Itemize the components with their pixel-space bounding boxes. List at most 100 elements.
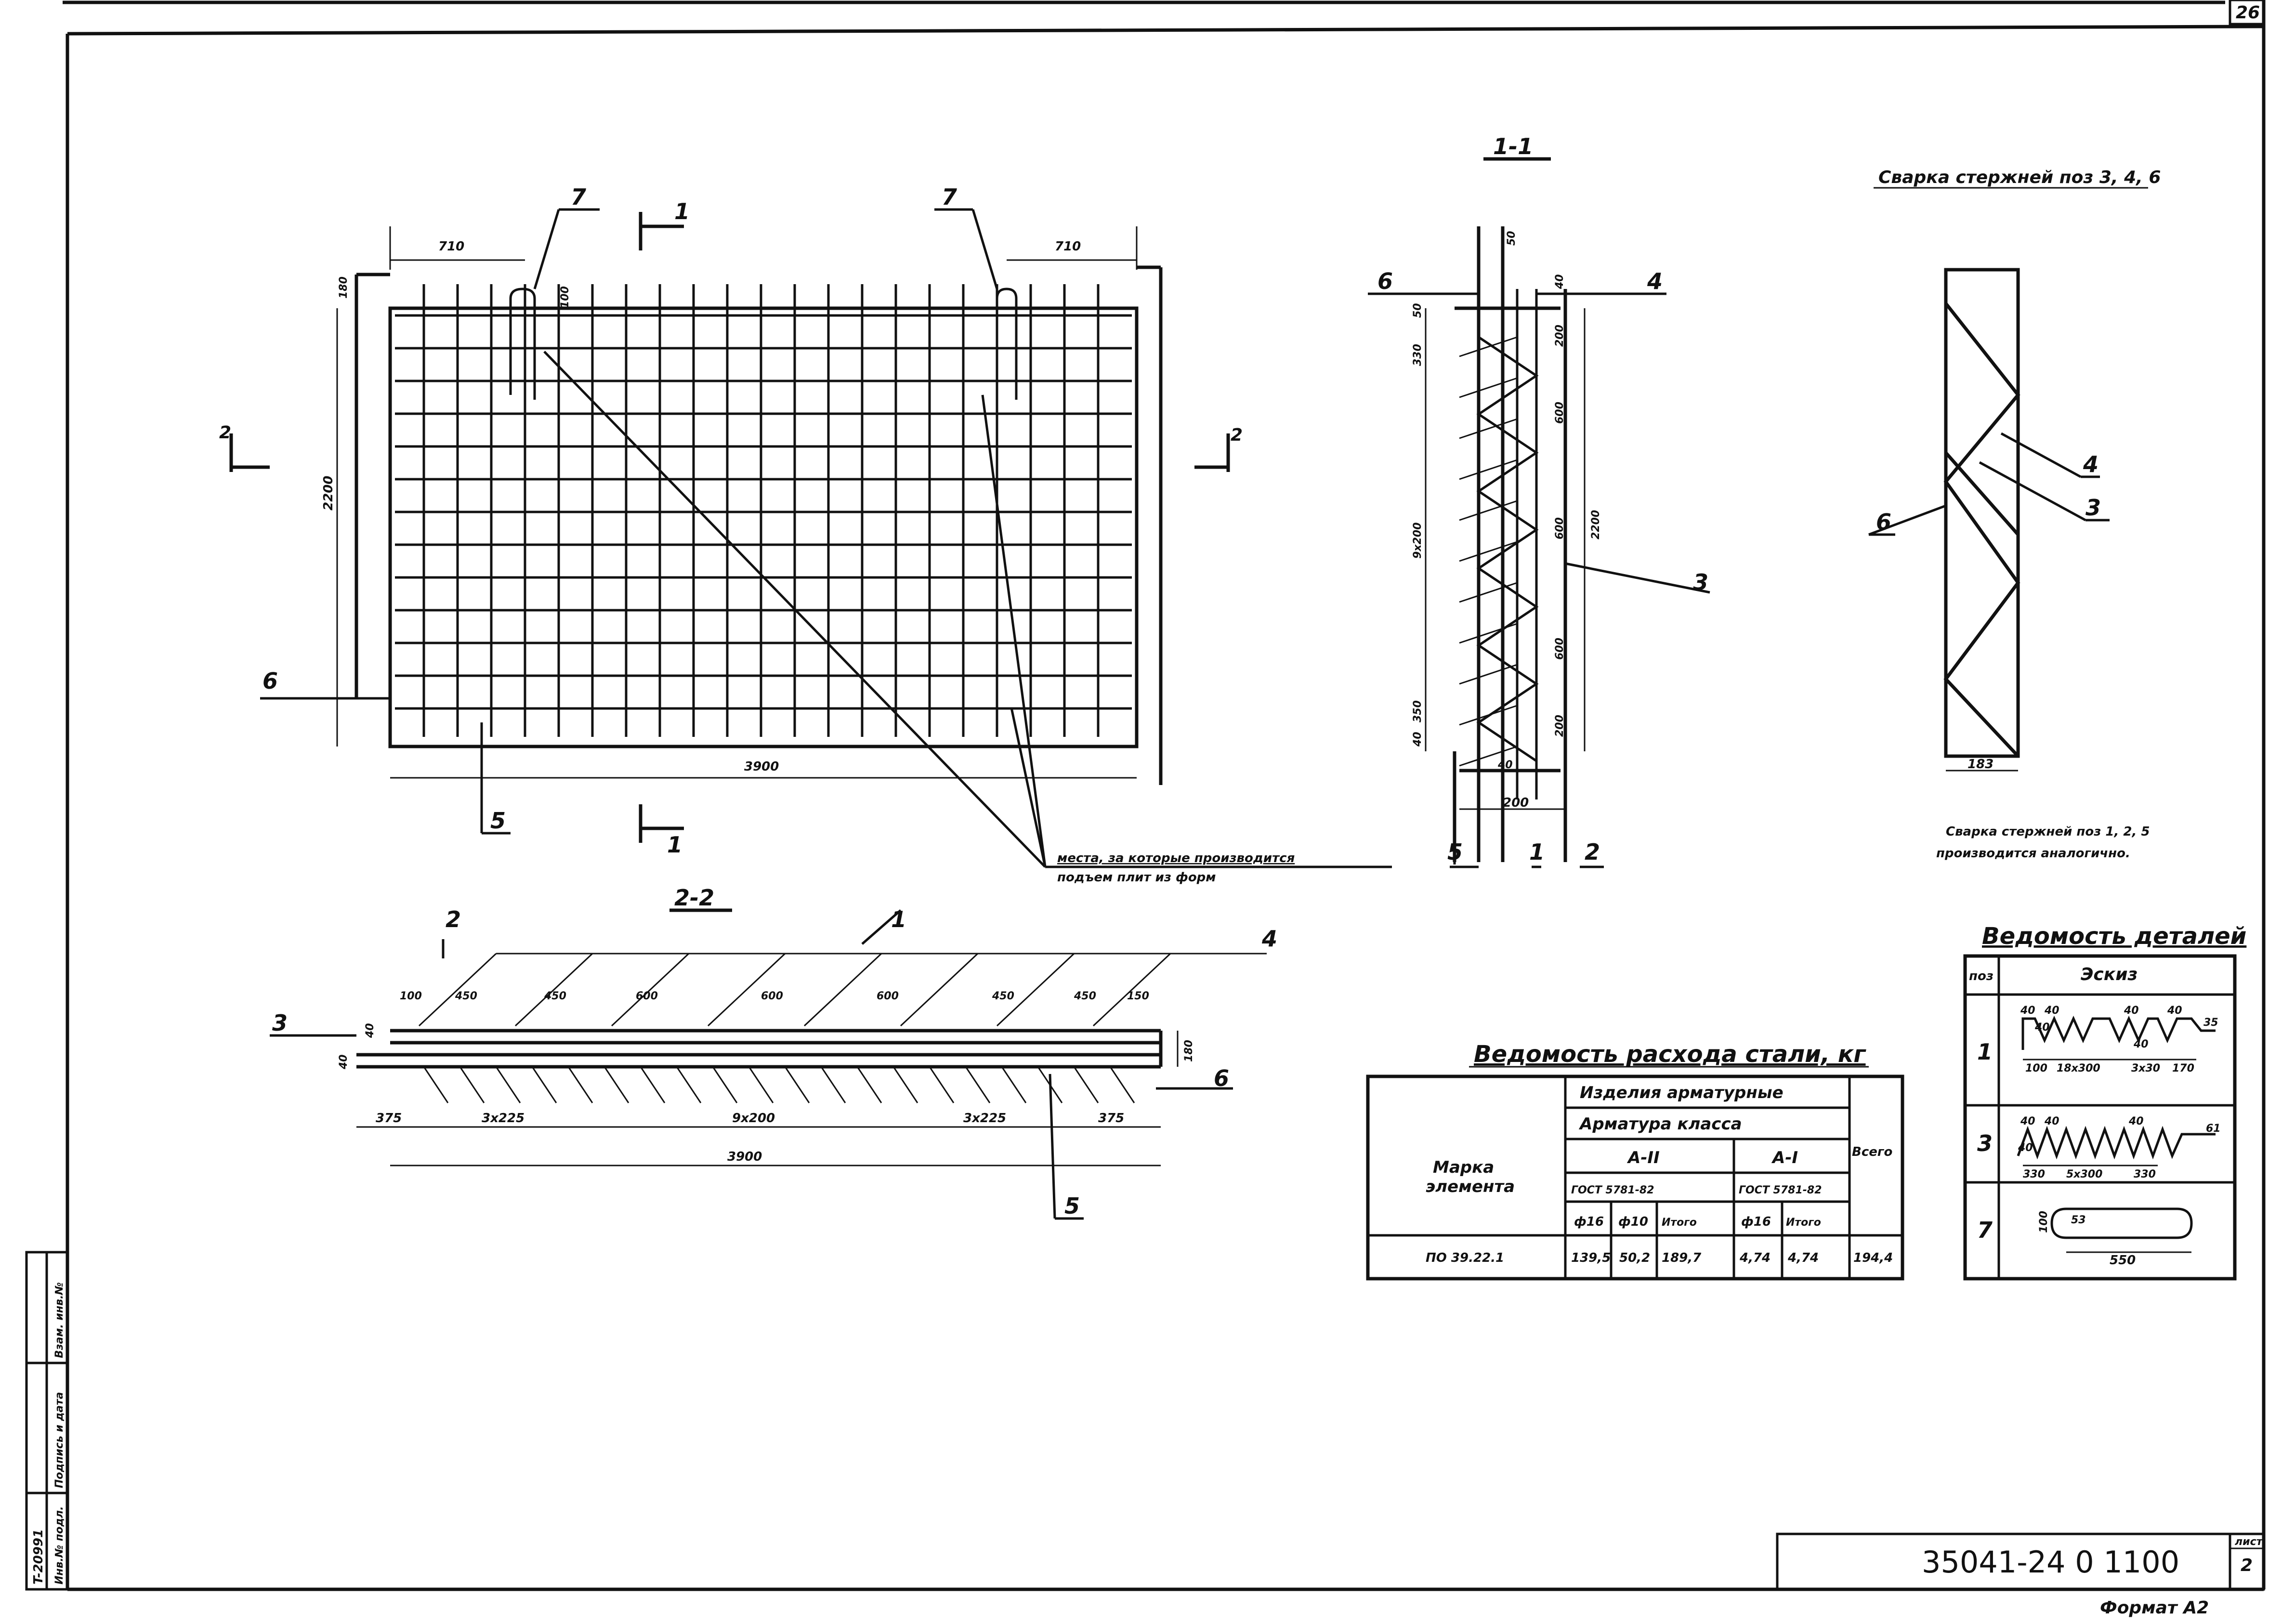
s22-pos-6: 6: [1214, 1065, 1229, 1091]
weld-pos-6: 6: [1876, 509, 1891, 535]
d3-dim-330a: 330: [2023, 1168, 2045, 1180]
d1-dim-18x300: 18x300: [2057, 1062, 2100, 1074]
section-diagonal-upper: [803, 953, 882, 1027]
s11-dim-200-right: 200: [1554, 715, 1566, 737]
details-table-title: Ведомость деталей: [1982, 923, 2246, 950]
side-stamp: [25, 1251, 69, 1591]
s11-dim-330: 330: [1412, 344, 1424, 366]
class-a1: А-I: [1771, 1148, 1798, 1167]
s22-pos-2: 2: [446, 906, 461, 932]
s11-dim-9x200: 9x200: [1412, 523, 1424, 559]
s22-bottom-dim: 3x225: [482, 1111, 525, 1126]
lifting-note-2: подъем плит из форм: [1057, 870, 1216, 885]
dim-180: 180: [338, 276, 350, 299]
pos-7-right: 7: [942, 184, 957, 210]
pos-6-plan: 6: [262, 668, 278, 694]
s22-top-dim: 450: [455, 990, 477, 1002]
d3-dim-40b: 40: [2044, 1115, 2059, 1127]
section-diagonal-lower: [640, 1066, 666, 1103]
d3-dim-61: 61: [2206, 1123, 2221, 1135]
stamp-inventory: T-20991: [31, 1529, 46, 1585]
gost-a1: ГОСТ 5781-82: [1739, 1184, 1822, 1196]
document-code: 35041-24 0 1100: [1922, 1545, 2179, 1580]
truss-diagonal: [1459, 746, 1518, 767]
pos-7-left: 7: [571, 184, 586, 210]
dim-710-left: 710: [438, 239, 464, 254]
s22-bottom-dim: 9x200: [732, 1111, 775, 1126]
row-val-3: 189,7: [1662, 1251, 1702, 1265]
s22-top-dim: 450: [1074, 990, 1096, 1002]
section-diagonal-lower: [1073, 1066, 1099, 1103]
steel-table: [1366, 1066, 1904, 1281]
truss-diagonal: [1459, 582, 1518, 603]
d3-dim-5x300: 5x300: [2066, 1168, 2102, 1180]
section-diagonal-upper: [514, 953, 593, 1027]
weld-width-dim: 183: [1967, 757, 1993, 772]
section-diagonal-lower: [820, 1066, 846, 1103]
s22-top-dim: 450: [544, 990, 566, 1002]
s11-pos-2: 2: [1585, 839, 1600, 865]
section-diagonal-lower: [676, 1066, 702, 1103]
stamp-label-inv: Инв.№ подл.: [53, 1506, 66, 1585]
d1-dim-100: 100: [2025, 1062, 2047, 1074]
sub-d16-a1: ф16: [1741, 1215, 1771, 1229]
sub-total-a1: Итого: [1786, 1217, 1821, 1229]
truss-diagonal: [1459, 500, 1518, 521]
s22-bottom-dim: 375: [376, 1111, 402, 1126]
section-diagonal-lower: [929, 1066, 955, 1103]
weld-pos-3: 3: [2085, 495, 2101, 521]
section-diagonal-lower: [856, 1066, 882, 1103]
s22-bottom-dim: 3x225: [963, 1111, 1006, 1126]
pos-5-plan: 5: [490, 808, 506, 834]
section-1-1-title: 1-1: [1493, 133, 1533, 159]
d3-dim-40c: 40: [2128, 1115, 2144, 1127]
s11-dim-350: 350: [1412, 700, 1424, 722]
dim-710-right: 710: [1055, 239, 1081, 254]
weld-pos-4: 4: [2083, 451, 2098, 477]
cut-2-left: 2: [219, 423, 231, 443]
section-diagonal-lower: [531, 1066, 557, 1103]
d1-dim-40d: 40: [2124, 1005, 2139, 1017]
detail-pos-7: 7: [1977, 1217, 1993, 1243]
s22-top-dim: 450: [992, 990, 1014, 1002]
s22-right-dim: 180: [1183, 1040, 1195, 1062]
truss-diagonal: [1459, 377, 1518, 398]
s22-left-dim-b: 40: [338, 1054, 350, 1070]
section-diagonal-lower: [423, 1066, 449, 1103]
d1-dim-170: 170: [2172, 1062, 2194, 1074]
s22-top-dim: 600: [877, 990, 899, 1002]
section-diagonal-lower: [459, 1066, 485, 1103]
section-diagonal-lower: [495, 1066, 521, 1103]
d1-dim-35: 35: [2203, 1017, 2218, 1029]
section-diagonal-lower: [1109, 1066, 1135, 1103]
page-number-top: 26: [2236, 3, 2260, 23]
s22-pos-4: 4: [1261, 926, 1277, 952]
truss-diagonal: [1459, 541, 1518, 562]
section-diagonal-lower: [712, 1066, 738, 1103]
d7-dim-550: 550: [2110, 1253, 2136, 1268]
s22-pos-1: 1: [891, 906, 906, 932]
s22-total: 3900: [727, 1150, 762, 1164]
row-val-4: 4,74: [1739, 1251, 1771, 1265]
section-diagonal-lower: [965, 1066, 991, 1103]
s11-pos-4: 4: [1647, 268, 1663, 294]
section-diagonal-upper: [418, 953, 497, 1027]
truss-diagonal: [1459, 418, 1518, 439]
cut-1-bottom: 1: [667, 832, 682, 858]
d1-dim-3x30: 3x30: [2131, 1062, 2160, 1074]
row-val-2: 50,2: [1619, 1251, 1650, 1265]
s22-top-dim: 600: [761, 990, 783, 1002]
cut-1-top: 1: [674, 198, 690, 224]
section-diagonal-lower: [748, 1066, 774, 1103]
s22-top-dim: 100: [400, 990, 422, 1002]
sub-d10-a2: ф10: [1618, 1215, 1648, 1229]
dim-3900: 3900: [744, 760, 779, 774]
row-val-1: 139,5: [1571, 1251, 1611, 1265]
s11-dim-600-a: 600: [1554, 402, 1566, 424]
sub-d16-a2: ф16: [1574, 1215, 1604, 1229]
truss-diagonal: [1459, 623, 1518, 644]
col-mark-1: Марка: [1433, 1158, 1494, 1177]
truss-diagonal: [1459, 459, 1518, 480]
row-val-5: 4,74: [1787, 1251, 1819, 1265]
s11-dim-40-inner: 40: [1497, 759, 1513, 771]
